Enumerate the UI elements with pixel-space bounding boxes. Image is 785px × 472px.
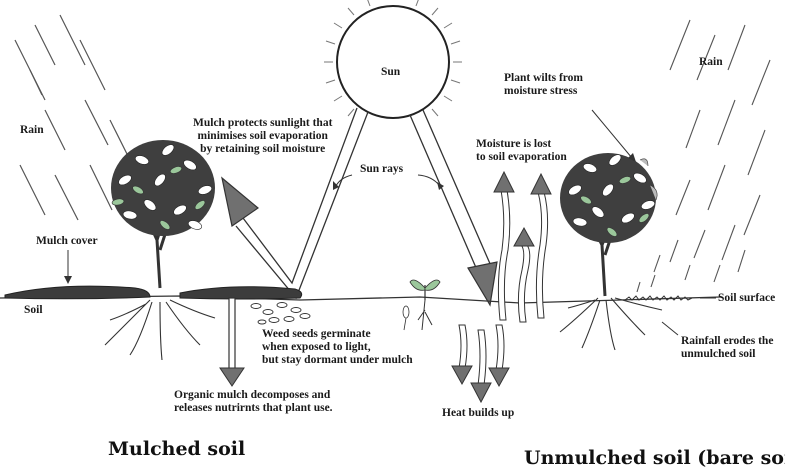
reflection-arrowhead	[221, 176, 259, 228]
weed-seeds-label: Weed seeds germinate when exposed to lig…	[262, 328, 413, 366]
unmulched-plant	[559, 153, 663, 351]
eroded-surface	[624, 295, 693, 301]
sun-ray-right	[409, 109, 492, 271]
sun	[324, 0, 462, 119]
sun-rays-label: Sun rays	[360, 163, 404, 175]
mulch-cover-label: Mulch cover	[36, 235, 98, 247]
mulch-layer-left	[4, 285, 151, 300]
organic-mulch-label: Organic mulch decomposes and releases nu…	[174, 389, 333, 414]
sun-rays-pointer-left	[335, 174, 353, 187]
evaporation-arrows	[493, 170, 552, 323]
sun-label: Sun	[381, 66, 401, 78]
mulch-layer-right	[179, 286, 303, 300]
rain-right	[636, 19, 771, 293]
heat-builds-label: Heat builds up	[442, 407, 515, 419]
rain-right-label: Rain	[699, 56, 723, 68]
unmulched-soil-heading: Unmulched soil (bare soil)	[524, 447, 785, 469]
mulch-protects-label: Mulch protects sunlight that minimises s…	[193, 117, 333, 155]
soil-label: Soil	[24, 304, 43, 316]
plant-wilts-label: Plant wilts from moisture stress	[504, 72, 584, 97]
mulched-soil-heading: Mulched soil	[108, 438, 246, 460]
heat-arrows	[451, 324, 510, 404]
rainfall-erodes-label: Rainfall erodes the unmulched soil	[681, 335, 774, 360]
rain-left-label: Rain	[20, 124, 44, 136]
mulched-plant	[104, 140, 216, 361]
sun-ray-arrowhead	[467, 261, 498, 307]
soil-surface-label: Soil surface	[718, 292, 776, 304]
weed-sapling	[402, 279, 441, 331]
moisture-lost-label: Moisture is lost to soil evaporation	[476, 138, 567, 163]
weed-seeds	[250, 302, 311, 325]
nutrient-arrow	[219, 297, 245, 387]
rain-left	[14, 14, 131, 221]
